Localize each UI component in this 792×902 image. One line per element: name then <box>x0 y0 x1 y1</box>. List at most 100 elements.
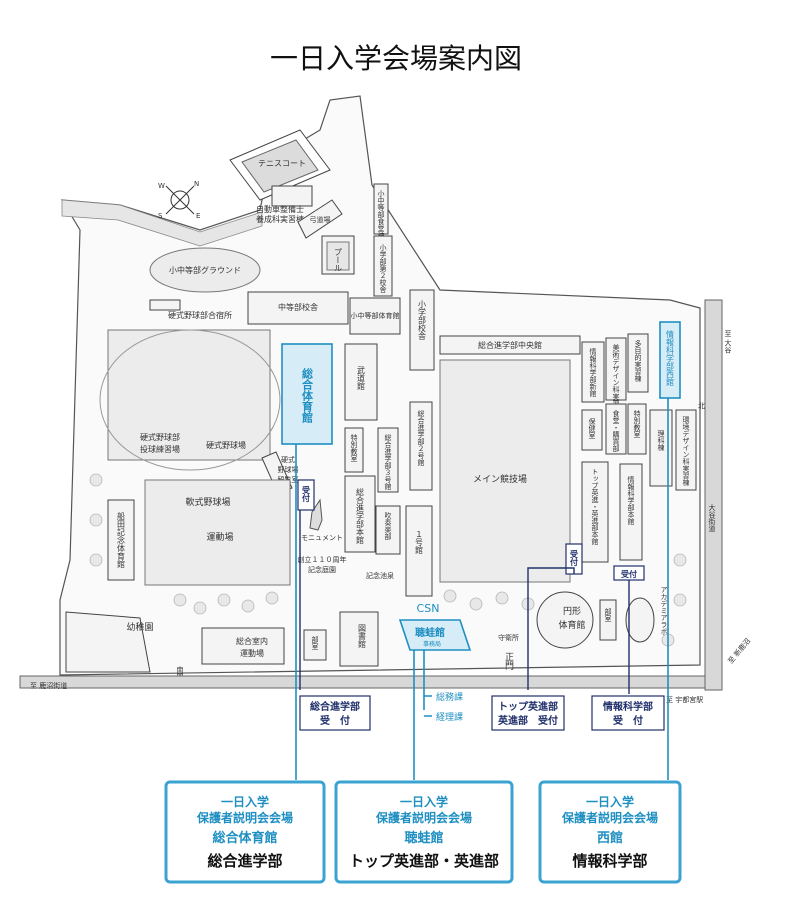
middle-school-building: 中等部校舎 <box>247 291 349 325</box>
svg-text:受 付: 受 付 <box>320 714 350 727</box>
svg-text:円形: 円形 <box>563 605 581 617</box>
svg-text:総合体育館: 総合体育館 <box>301 367 315 424</box>
svg-text:情報科学部西館: 情報科学部西館 <box>666 329 675 387</box>
svg-text:養成科実習棟: 養成科実習棟 <box>256 214 304 224</box>
compass-icon: N E S W <box>158 180 200 220</box>
svg-text:武道館: 武道館 <box>357 365 366 391</box>
venue-card-info: 一日入学 保護者説明会会場 西館 情報科学部 <box>538 780 682 884</box>
to-otani-label: 至 大谷 <box>724 330 732 354</box>
general-reception-tag: 総合進学部 受 付 <box>299 695 371 731</box>
info-west-building: 情報科学部西館 <box>659 321 681 399</box>
svg-text:プール: プール <box>334 248 343 272</box>
anniv-garden-label2: 記念庭園 <box>308 565 336 574</box>
venue-card-general: 一日入学 保護者説明会会場 総合体育館 総合進学部 <box>164 780 326 884</box>
svg-text:保護者説明会会場: 保護者説明会会場 <box>375 810 472 825</box>
svg-text:情報科学部新館: 情報科学部新館 <box>589 347 597 398</box>
svg-text:特別教室: 特別教室 <box>350 433 358 462</box>
multipurpose-building: 多目的実習棟 <box>627 333 649 393</box>
svg-text:事務局: 事務局 <box>423 640 441 648</box>
otani-road-label: 大谷街道 <box>708 503 716 533</box>
svg-text:幼稚園: 幼稚園 <box>126 621 153 633</box>
to-kanuma-road-label: 至 鹿沼街道 <box>30 681 67 690</box>
guard-label: 守衛所 <box>498 633 519 642</box>
kindergarten: 幼稚園 <box>65 611 154 673</box>
svg-text:S: S <box>158 212 163 220</box>
svg-text:情報科学部本館: 情報科学部本館 <box>627 475 635 526</box>
soumu-label: 総務課 <box>436 691 463 703</box>
svg-text:部室: 部室 <box>311 635 319 650</box>
otani-road <box>704 299 723 691</box>
general-3-building: 総合進学部３号館 <box>377 427 399 493</box>
svg-text:運動場: 運動場 <box>240 648 264 658</box>
brass-band-room: 吹奏楽部 <box>375 505 401 555</box>
svg-text:小学部第２校舎: 小学部第２校舎 <box>379 243 387 294</box>
svg-text:食堂・購買部: 食堂・購買部 <box>612 409 620 453</box>
anniv-garden-label: 創立１１０周年 <box>298 555 347 564</box>
keiri-label: 経理課 <box>436 711 463 723</box>
top-reception-marker: 受付 <box>565 543 583 575</box>
top-reception-tag: トップ英進部 英進部 受付 <box>491 695 565 731</box>
svg-text:N: N <box>194 180 199 188</box>
svg-text:総合進学部中央館: 総合進学部中央館 <box>478 340 542 350</box>
svg-text:部室: 部室 <box>604 607 612 622</box>
elem-school2-building: 小学部第２校舎 <box>373 235 393 297</box>
sports-field: 軟式野球場 運動場 <box>144 479 291 586</box>
baseball-dorm <box>149 299 181 311</box>
funada-hall: 船田記念体育館 <box>107 499 135 581</box>
general-main-building: 総合進学部本館 <box>344 475 376 553</box>
page-title: 一日入学会場案内図 <box>270 42 522 75</box>
svg-text:メイン競技場: メイン競技場 <box>473 473 527 485</box>
bottom-road <box>19 675 721 689</box>
svg-text:軟式野球場: 軟式野球場 <box>185 496 230 508</box>
svg-text:総合進学部本館: 総合進学部本館 <box>356 487 365 545</box>
mid-playground: 小中等部グラウンド <box>149 247 261 293</box>
svg-text:アカデミアラボ: アカデミアラボ <box>660 586 668 635</box>
svg-text:小中等部体育館: 小中等部体育館 <box>351 311 400 320</box>
svg-text:体育館: 体育館 <box>558 619 585 631</box>
svg-text:硬式: 硬式 <box>281 455 295 464</box>
indoor-field: 総合室内 運動場 <box>201 627 285 665</box>
svg-text:聴蛙館: 聴蛙館 <box>404 830 443 846</box>
info-main-building: 情報科学部本館 <box>619 463 643 561</box>
main-gate-label: 正門 <box>503 652 514 671</box>
svg-text:受 付: 受 付 <box>613 714 643 727</box>
club-room: 部室 <box>303 629 327 661</box>
svg-text:保護者説明会会場: 保護者説明会会場 <box>561 810 658 825</box>
baseball-practice-label: 硬式野球部 <box>140 432 180 442</box>
building-1: １号館 <box>405 505 433 597</box>
svg-text:図書館: 図書館 <box>358 624 367 649</box>
art-design-building: 美術デザイン科実習棟 <box>605 337 627 415</box>
svg-text:受付: 受付 <box>570 549 579 567</box>
svg-text:中等部校舎: 中等部校舎 <box>278 302 318 312</box>
env-design-building: 環境デザイン科実習棟 <box>675 409 697 491</box>
choakan-bracket <box>423 650 432 717</box>
cafeteria-building: 食堂・購買部 <box>605 403 627 455</box>
svg-text:聴蛙館: 聴蛙館 <box>415 626 445 639</box>
svg-text:情報科学部: 情報科学部 <box>603 700 653 713</box>
general-gym: 総合体育館 <box>281 343 333 445</box>
svg-text:多目的実習棟: 多目的実習棟 <box>634 339 642 383</box>
middle-gym-building: 小中等部体育館 <box>349 297 401 335</box>
wooded-slope <box>61 199 263 247</box>
svg-text:理科棟: 理科棟 <box>657 430 665 452</box>
svg-text:総合進学部２号館: 総合進学部２号館 <box>417 409 425 467</box>
svg-text:運動場: 運動場 <box>206 531 233 543</box>
svg-text:総合進学部３号館: 総合進学部３号館 <box>384 433 392 491</box>
svg-text:英進部 受付: 英進部 受付 <box>497 714 558 727</box>
svg-text:情報科学部: 情報科学部 <box>572 852 647 870</box>
health-room: 保健室 <box>581 409 603 451</box>
svg-text:モニュメント: モニュメント <box>301 534 343 542</box>
science-building: 理科棟 <box>649 409 673 487</box>
svg-text:総合室内: 総合室内 <box>236 636 268 646</box>
club-room-2: 部室 <box>599 599 617 641</box>
baseball-practice-label2: 投球練習場 <box>140 444 180 454</box>
choakan-building: 聴蛙館 事務局 <box>398 619 472 651</box>
to-utsunomiya-label: 至 宇都宮駅 <box>666 695 703 704</box>
svg-text:保護者説明会会場: 保護者説明会会場 <box>196 810 293 825</box>
auto-mechanic-building: 自動車整備士 養成科実習棟 <box>256 185 313 224</box>
svg-text:美術デザイン科実習棟: 美術デザイン科実習棟 <box>612 343 620 415</box>
svg-text:一日入学: 一日入学 <box>400 794 448 809</box>
round-gym: 円形 体育館 <box>536 591 594 649</box>
elem-school-building: 小学部校舎 <box>409 289 435 371</box>
